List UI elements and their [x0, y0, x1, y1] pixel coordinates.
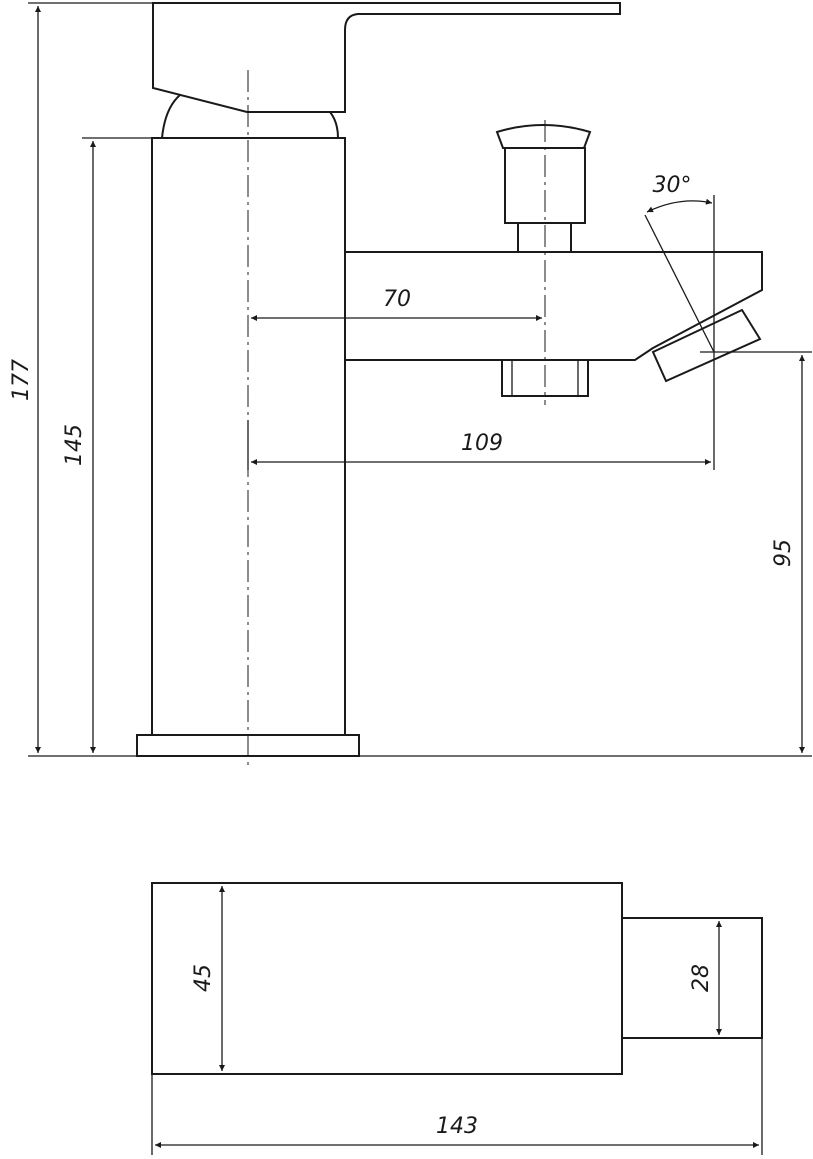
- dim-30-deg: 30°: [653, 173, 692, 198]
- dim-145: 145: [62, 424, 87, 466]
- top-view: 45 28 143: [151, 882, 763, 1155]
- aerator: [651, 308, 762, 383]
- dim-28: 28: [689, 964, 714, 992]
- dim-70: 70: [383, 287, 411, 312]
- dim-177: 177: [9, 359, 34, 401]
- cartridge-dome: [161, 94, 340, 139]
- dim-95: 95: [771, 539, 796, 567]
- angle-arc-30: [646, 198, 713, 213]
- dim-45: 45: [191, 964, 216, 992]
- spout-outline-top: [621, 917, 763, 1039]
- dim-143: 143: [436, 1114, 478, 1139]
- dim-109: 109: [461, 431, 503, 456]
- front-view: 177 145 70 109 95 30°: [9, 2, 812, 765]
- angle-ref-line: [644, 214, 715, 353]
- diverter-cap: [495, 124, 592, 149]
- lever-handle: [152, 2, 621, 113]
